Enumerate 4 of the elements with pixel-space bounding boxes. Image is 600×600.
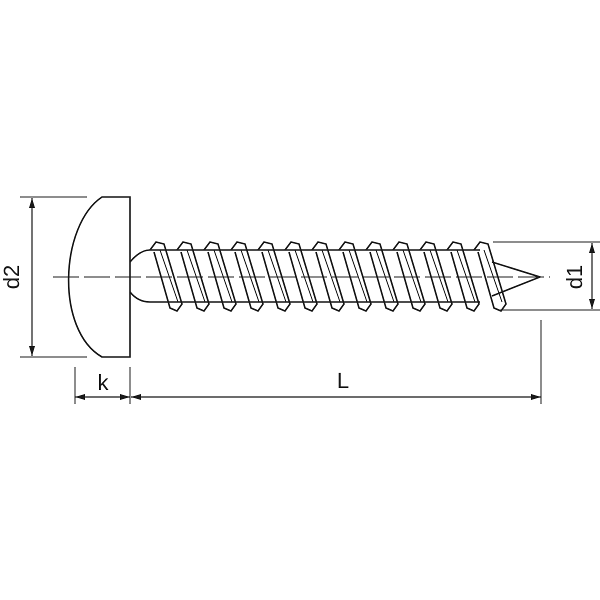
- dimension-label: d1: [564, 264, 586, 290]
- dimension-label: d2: [1, 264, 23, 290]
- dimension-label: k: [98, 372, 108, 394]
- dimension-label: L: [336, 370, 350, 392]
